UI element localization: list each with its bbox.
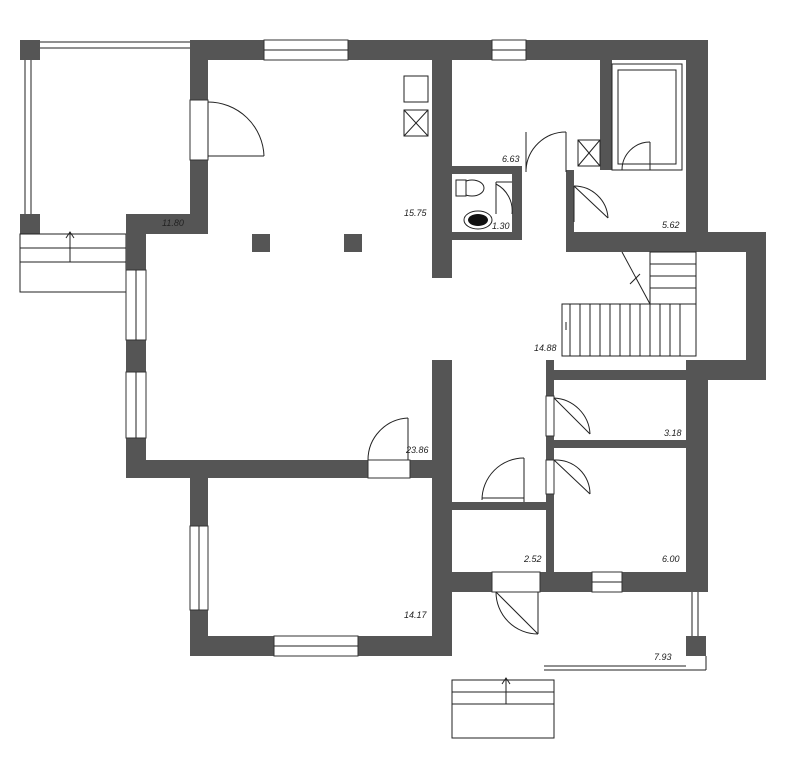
columns	[252, 234, 362, 252]
doors	[189, 99, 651, 635]
kitchen-fixtures	[403, 63, 683, 171]
area-hall: 14.88	[534, 343, 557, 353]
area-living: 15.75	[404, 208, 428, 218]
door-entry[interactable]	[491, 571, 541, 593]
area-labels: 11.80 15.75 6.63 5.62 1.30 14.88 23.86 3…	[162, 154, 682, 662]
area-kitchen: 6.63	[502, 154, 520, 164]
porch	[451, 592, 707, 739]
area-terrace: 11.80	[162, 218, 184, 228]
column-left	[252, 234, 270, 252]
terrace-post-top	[20, 40, 40, 60]
terrace-post-bottom	[20, 214, 40, 234]
area-main-room: 23.86	[405, 445, 429, 455]
porch-post	[686, 636, 706, 656]
area-boiler: 5.62	[662, 220, 680, 230]
exterior-walls	[126, 40, 766, 656]
door-terrace[interactable]	[189, 99, 209, 161]
door-main-room[interactable]	[367, 459, 411, 479]
staircase	[561, 251, 697, 357]
windows	[125, 39, 623, 657]
porch-steps	[451, 679, 555, 739]
wc-fixtures	[455, 179, 493, 230]
column-right	[344, 234, 362, 252]
area-closet: 2.52	[523, 554, 542, 564]
boiler-unit	[611, 63, 683, 171]
sink-icon	[403, 75, 429, 103]
area-storage: 3.18	[664, 428, 682, 438]
terrace-steps	[19, 233, 127, 293]
area-porch: 7.93	[654, 652, 672, 662]
terrace	[19, 40, 190, 293]
area-bedroom: 14.17	[404, 610, 428, 620]
area-small-bedroom: 6.00	[662, 554, 680, 564]
area-wc: 1.30	[492, 221, 510, 231]
interior-walls	[208, 60, 706, 592]
